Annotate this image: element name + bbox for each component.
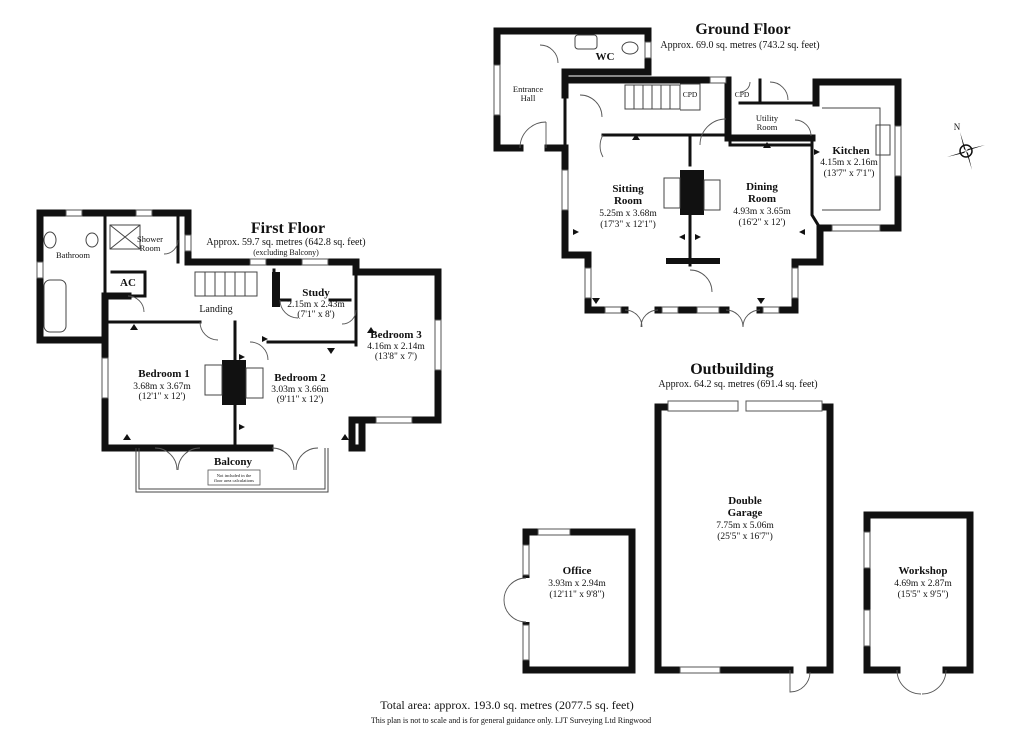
first-floor-stairs: [194, 271, 258, 297]
first-floor-area: Approx. 59.7 sq. metres (642.8 sq. feet): [206, 237, 365, 248]
label-sitting-2: Room: [614, 195, 642, 207]
label-entrance-hall-1: Entrance: [513, 84, 543, 94]
label-dining-metric: 4.93m x 3.65m: [733, 207, 791, 217]
label-shower-room-1: Shower: [137, 234, 163, 244]
workshop-window-2: [863, 609, 871, 647]
balcony: [135, 448, 329, 493]
label-garage-2: Garage: [728, 507, 763, 519]
ground-floor-markers: [573, 134, 820, 304]
compass-north-label: N: [954, 122, 961, 132]
label-bathroom: Bathroom: [56, 250, 90, 260]
label-balcony-note-1: Not included in the: [217, 473, 252, 478]
outbuilding-title: Outbuilding: [690, 361, 774, 378]
label-office-imperial: (12'11" x 9'8"): [549, 589, 604, 600]
label-kitchen-metric: 4.15m x 2.16m: [820, 158, 878, 168]
office-window-left-2: [522, 624, 530, 661]
ground-floor-title: Ground Floor: [695, 21, 790, 38]
label-bedroom3-metric: 4.16m x 2.14m: [367, 342, 425, 352]
label-study: Study: [302, 287, 330, 299]
sitting-dining-divider: [666, 258, 720, 264]
label-landing: Landing: [199, 304, 232, 315]
ground-floor-interior-walls: [563, 70, 823, 267]
garage-side-door: [789, 670, 811, 693]
label-bedroom1-metric: 3.68m x 3.67m: [133, 382, 191, 392]
office-french-doors: [503, 577, 527, 623]
label-entrance-hall-2: Hall: [521, 93, 536, 103]
label-study-imperial: (7'1" x 8'): [297, 309, 334, 320]
study-chimney: [272, 272, 280, 307]
chimney-breast-ground: [680, 170, 704, 215]
first-floor-title: First Floor: [251, 220, 325, 237]
label-dining-1: Dining: [746, 181, 778, 193]
total-area: Total area: approx. 193.0 sq. metres (20…: [380, 698, 633, 712]
workshop-doors: [896, 669, 947, 695]
label-dining-2: Room: [748, 193, 776, 205]
garage-window: [679, 666, 721, 674]
office-door-gap: [522, 578, 530, 622]
label-bedroom2-imperial: (9'11" x 12'): [277, 394, 324, 405]
label-bedroom3: Bedroom 3: [370, 329, 422, 341]
chimney-breast-first: [222, 360, 246, 405]
label-cpd-1: CPD: [683, 90, 698, 99]
label-workshop-metric: 4.69m x 2.87m: [894, 579, 952, 589]
label-dining-imperial: (16'2" x 12'): [739, 217, 786, 228]
label-garage-imperial: (25'5" x 16'7"): [717, 531, 773, 542]
label-wc: WC: [596, 51, 615, 63]
label-sitting-1: Sitting: [612, 183, 644, 195]
office-walls: [522, 528, 636, 674]
workshop-window-1: [863, 531, 871, 569]
label-cpd-2: CPD: [735, 90, 750, 99]
garage-door-left: [667, 400, 739, 412]
ground-floor-doors: [519, 44, 812, 328]
label-kitchen-imperial: (13'7" x 7'1"): [824, 168, 875, 179]
label-garage-1: Double: [728, 495, 762, 507]
label-utility-2: Room: [757, 122, 778, 132]
garage-door-right: [745, 400, 823, 412]
first-floor-fixtures: [43, 224, 264, 399]
office-window-top: [537, 528, 571, 536]
label-workshop-imperial: (15'5" x 9'5"): [898, 589, 949, 600]
label-bedroom2: Bedroom 2: [274, 372, 326, 384]
outbuilding-area: Approx. 64.2 sq. metres (691.4 sq. feet): [658, 379, 817, 390]
label-office-metric: 3.93m x 2.94m: [548, 579, 606, 589]
ground-floor-stairs: [624, 83, 701, 111]
first-floor-markers: [123, 324, 375, 440]
label-office: Office: [563, 565, 592, 577]
label-utility-1: Utility: [756, 113, 779, 123]
label-study-metric: 2.15m x 2.43m: [287, 300, 345, 310]
outbuilding: Outbuilding Approx. 64.2 sq. metres (691…: [503, 361, 974, 695]
ground-floor-fixtures: [574, 34, 891, 211]
label-shower-room-2: Room: [140, 243, 161, 253]
label-bedroom1-imperial: (12'1" x 12'): [139, 391, 186, 402]
label-garage-metric: 7.75m x 5.06m: [716, 521, 774, 531]
compass-icon: N: [947, 122, 985, 170]
label-bedroom3-imperial: (13'8" x 7'): [375, 351, 417, 362]
first-floor: First Floor Approx. 59.7 sq. metres (642…: [36, 209, 442, 493]
label-balcony: Balcony: [214, 456, 252, 468]
label-ac: AC: [120, 277, 136, 289]
first-floor-area-note: (excluding Balcony): [253, 248, 319, 257]
label-kitchen: Kitchen: [832, 145, 869, 157]
disclaimer: This plan is not to scale and is for gen…: [371, 716, 651, 725]
label-sitting-metric: 5.25m x 3.68m: [599, 209, 657, 219]
ground-floor-area: Approx. 69.0 sq. metres (743.2 sq. feet): [660, 40, 819, 51]
office-window-left-1: [522, 544, 530, 576]
label-workshop: Workshop: [899, 565, 948, 577]
first-floor-windows: [36, 209, 442, 424]
label-sitting-imperial: (17'3" x 12'1"): [600, 219, 656, 230]
ground-floor-windows: [493, 41, 902, 314]
label-balcony-note-2: floor area calculations: [214, 478, 254, 483]
label-bedroom1: Bedroom 1: [138, 368, 189, 380]
first-floor-doors: [127, 239, 357, 471]
ground-floor: Ground Floor Approx. 69.0 sq. metres (74…: [493, 21, 902, 328]
label-bedroom2-metric: 3.03m x 3.66m: [271, 385, 329, 395]
